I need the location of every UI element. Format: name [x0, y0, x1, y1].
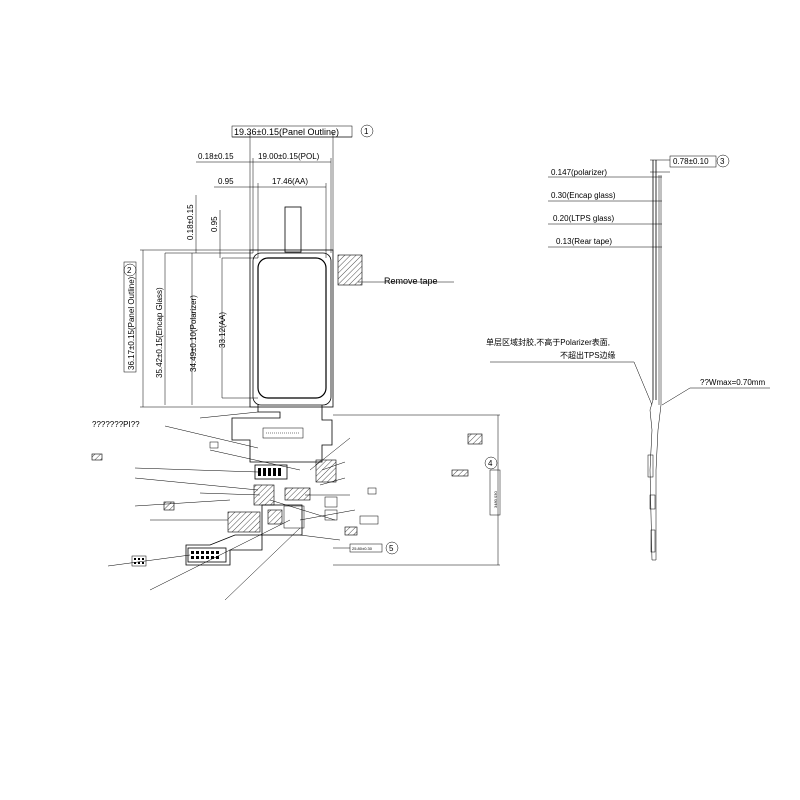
panel-outline-height: 36.17±0.15(Panel Outline) — [127, 276, 136, 370]
active-area — [257, 257, 327, 399]
callout-2 — [123, 263, 137, 277]
panel-outline-width: 19.36±0.15(Panel Outline) — [234, 127, 339, 137]
wmax-label: ??Wmax=0.70mm — [700, 378, 765, 387]
svg-text:5: 5 — [389, 544, 394, 553]
side-view-fpc — [649, 399, 662, 561]
fpc-unknown-label: ???????PI?? — [92, 420, 140, 429]
aa-height: 33.12(AA) — [218, 312, 227, 348]
svg-text:3: 3 — [720, 157, 725, 166]
layer-encap-glass: 0.30(Encap glass) — [551, 191, 616, 200]
callout-5 — [385, 541, 399, 555]
hatched-pad-1 — [315, 459, 337, 483]
svg-text:1: 1 — [364, 127, 369, 136]
layer-rear-tape: 0.13(Rear tape) — [556, 237, 612, 246]
layer-ltps-glass: 0.20(LTPS glass) — [553, 214, 615, 223]
fpc-tail — [185, 534, 263, 566]
callout-4 — [484, 456, 498, 470]
layer-polarizer: 0.147(polarizer) — [551, 168, 607, 177]
panel-width-box — [231, 125, 353, 138]
remove-tape-label: Remove tape — [384, 276, 438, 286]
pol-width: 19.00±0.15(POL) — [258, 152, 320, 161]
pol-top-offset: 0.18±0.15 — [186, 204, 195, 240]
tail-connector — [187, 547, 227, 563]
aa-offset: 0.95 — [218, 177, 234, 186]
svg-text:4: 4 — [488, 459, 493, 468]
callout-3 — [716, 154, 730, 168]
aa-top-offset: 0.95 — [210, 216, 219, 232]
panel-height-box — [123, 261, 137, 373]
hatched-pad-4 — [227, 511, 261, 533]
sealing-note-line1: 单层区域封胶,不高于Polarizer表面, — [486, 337, 610, 347]
hatched-pad-3 — [284, 487, 311, 501]
side-dim-box — [489, 469, 501, 516]
polarizer-height: 34.49±0.10(Polarizer) — [189, 295, 198, 372]
remove-tape-region — [337, 254, 363, 286]
panel-outline — [249, 249, 334, 408]
pol-offset: 0.18±0.15 — [198, 152, 234, 161]
polarizer-outline — [252, 252, 332, 406]
svg-text:2: 2 — [127, 266, 132, 275]
side-dim-box-text: 3480.030 — [493, 491, 498, 508]
encap-glass-height: 35.42±0.15(Encap Glass) — [155, 287, 164, 378]
top-fpc-tab — [284, 206, 302, 253]
total-thickness-box — [669, 155, 717, 168]
fpc-outline — [231, 405, 333, 463]
callout-1 — [360, 124, 374, 138]
bottom-dim-box-text: 25.80±0.30 — [352, 546, 373, 551]
aa-width: 17.46(AA) — [272, 177, 308, 186]
total-thickness: 0.78±0.10 — [673, 157, 709, 166]
sealing-note-line2: 不超出TPS边缘 — [560, 350, 616, 360]
chip-area — [261, 504, 303, 536]
